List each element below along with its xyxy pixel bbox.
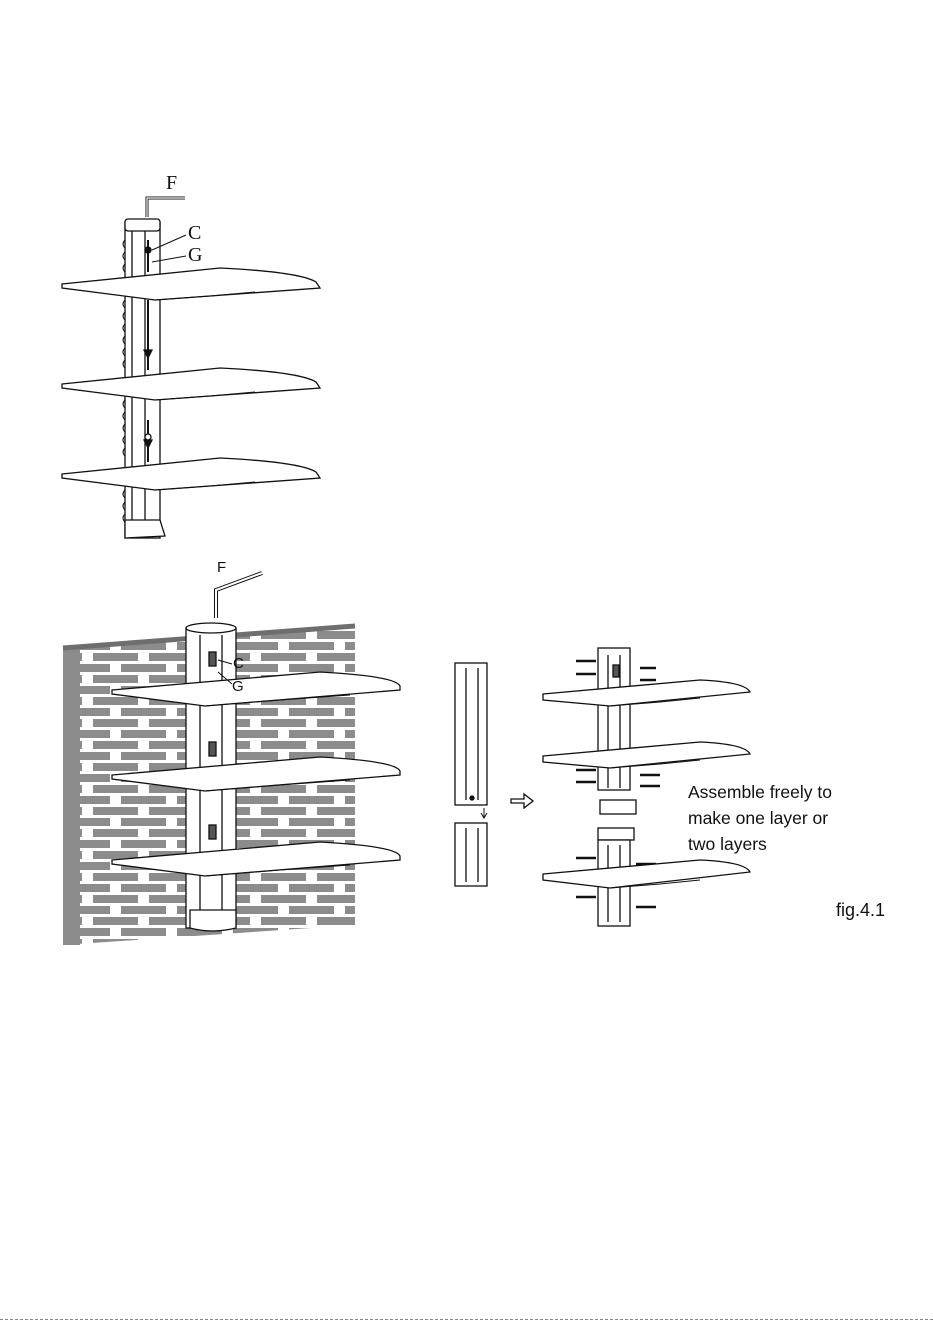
glass-shelf-bottom	[62, 458, 320, 490]
label-f-wall: F	[217, 559, 226, 576]
label-g-wall: G	[232, 678, 244, 695]
glass-shelf-c	[543, 860, 750, 888]
arrow-right-icon	[511, 794, 533, 808]
glass-shelf-middle	[62, 368, 320, 400]
assembly-callout-text: Assemble freely to make one layer or two…	[688, 779, 832, 857]
wall-mount-diagram	[63, 573, 400, 945]
label-c-top: C	[188, 222, 201, 245]
glass-shelf-top	[62, 268, 320, 300]
glass-shelf-b	[543, 742, 750, 768]
label-c-wall: C	[233, 655, 244, 672]
page-bottom-rule	[0, 1319, 933, 1320]
hex-key-icon	[216, 573, 262, 618]
glass-shelf-a	[543, 680, 750, 706]
hex-key-icon	[147, 198, 185, 217]
label-g-top: G	[188, 244, 202, 267]
pole-split-diagram	[455, 663, 533, 886]
label-f-top: F	[166, 172, 177, 195]
figure-label: fig.4.1	[836, 900, 885, 921]
